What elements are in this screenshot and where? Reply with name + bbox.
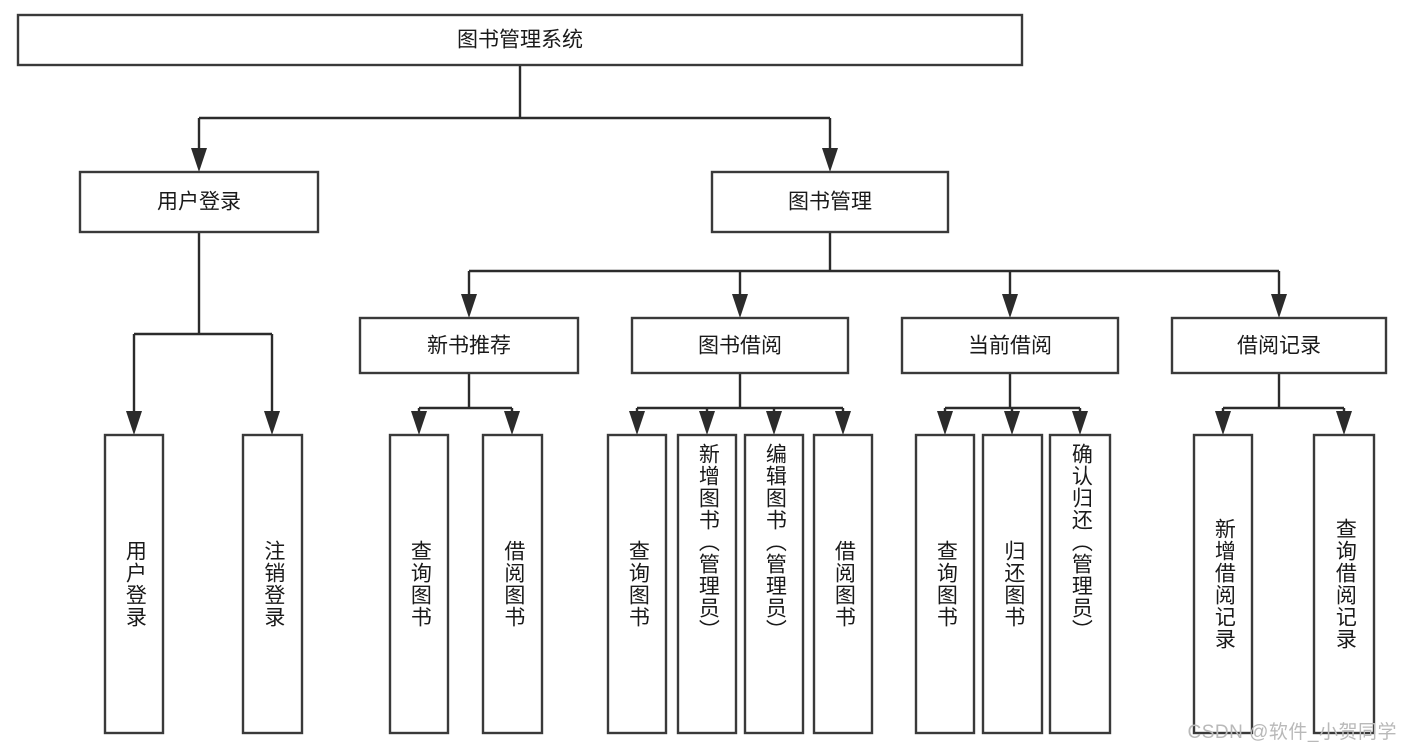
leaf-confirm-return-admin-box[interactable]: [1048, 433, 1112, 735]
arrow-head-leaf-borrow-book-2: [835, 411, 851, 435]
arrow-head-leaf-logout: [264, 411, 280, 435]
arrow-head-leaf-confirm-return-admin: [1072, 411, 1088, 435]
node-current-borrow-box[interactable]: [900, 316, 1120, 375]
node-user-login-box[interactable]: [78, 170, 320, 234]
leaf-return-book-box[interactable]: [981, 433, 1044, 735]
arrow-head-leaf-user-login: [126, 411, 142, 435]
node-book-borrow-label: 图书借阅: [698, 335, 782, 358]
node-borrow-record-box[interactable]: [1170, 316, 1388, 375]
node-new-book-recommend-label: 新书推荐: [427, 335, 511, 358]
arrow-head-leaf-return-book: [1004, 411, 1020, 435]
node-root[interactable]: 图书管理系统: [16, 13, 1024, 67]
leaf-user-login-box[interactable]: [103, 433, 165, 735]
node-new-book-recommend[interactable]: 新书推荐: [358, 316, 580, 375]
arrow-head-leaf-query-borrow-record: [1336, 411, 1352, 435]
leaf-add-book-admin-box[interactable]: [676, 433, 738, 735]
connector-group-root-to-level2: [191, 65, 838, 172]
connector-group-bookborrow-to-leaves: [629, 373, 851, 435]
leaf-node-boxes: [103, 433, 1376, 735]
arrow-head-book-manage: [822, 148, 838, 172]
arrow-head-leaf-edit-book-admin: [766, 411, 782, 435]
leaf-query-book-2-box[interactable]: [606, 433, 668, 735]
node-current-borrow-label: 当前借阅: [968, 335, 1052, 358]
node-borrow-record-label: 借阅记录: [1237, 335, 1321, 358]
leaf-query-borrow-record-box[interactable]: [1312, 433, 1376, 735]
connector-group-newbook-to-leaves: [411, 373, 520, 435]
node-book-manage-box[interactable]: [710, 170, 950, 234]
arrow-head-user-login: [191, 148, 207, 172]
node-new-book-recommend-box[interactable]: [358, 316, 580, 375]
arrow-head-leaf-add-borrow-record: [1215, 411, 1231, 435]
leaf-borrow-book-2-box[interactable]: [812, 433, 874, 735]
connector-group-userlogin-to-leaves: [126, 232, 280, 435]
leaf-add-borrow-record-box[interactable]: [1192, 433, 1254, 735]
node-book-manage[interactable]: 图书管理: [710, 170, 950, 234]
connector-group-borrowrecord-to-leaves: [1215, 373, 1352, 435]
connector-group-bookmanage-to-level3: [461, 232, 1287, 318]
arrow-head-current-borrow: [1002, 294, 1018, 318]
node-user-login-label: 用户登录: [157, 191, 241, 214]
arrow-head-book-borrow: [732, 294, 748, 318]
arrow-head-leaf-query-book-2: [629, 411, 645, 435]
csdn-watermark: CSDN @软件_小贺同学: [1187, 722, 1397, 743]
arrow-head-leaf-query-book-1: [411, 411, 427, 435]
arrow-head-new-book-recommend: [461, 294, 477, 318]
node-book-borrow[interactable]: 图书借阅: [630, 316, 850, 375]
node-book-borrow-box[interactable]: [630, 316, 850, 375]
arrow-head-leaf-add-book-admin: [699, 411, 715, 435]
leaf-query-book-1-box[interactable]: [388, 433, 450, 735]
node-book-manage-label: 图书管理: [788, 191, 872, 214]
node-root-label: 图书管理系统: [457, 29, 583, 52]
connector-group-currentborrow-to-leaves: [937, 373, 1088, 435]
node-user-login[interactable]: 用户登录: [78, 170, 320, 234]
arrow-head-leaf-query-book-3: [937, 411, 953, 435]
leaf-query-book-3-box[interactable]: [914, 433, 976, 735]
arrow-head-leaf-borrow-book-1: [504, 411, 520, 435]
leaf-edit-book-admin-box[interactable]: [743, 433, 805, 735]
node-current-borrow[interactable]: 当前借阅: [900, 316, 1120, 375]
leaf-logout-box[interactable]: [241, 433, 304, 735]
arrow-head-borrow-record: [1271, 294, 1287, 318]
node-borrow-record[interactable]: 借阅记录: [1170, 316, 1388, 375]
leaf-borrow-book-1-box[interactable]: [481, 433, 544, 735]
node-root-box[interactable]: [16, 13, 1024, 67]
